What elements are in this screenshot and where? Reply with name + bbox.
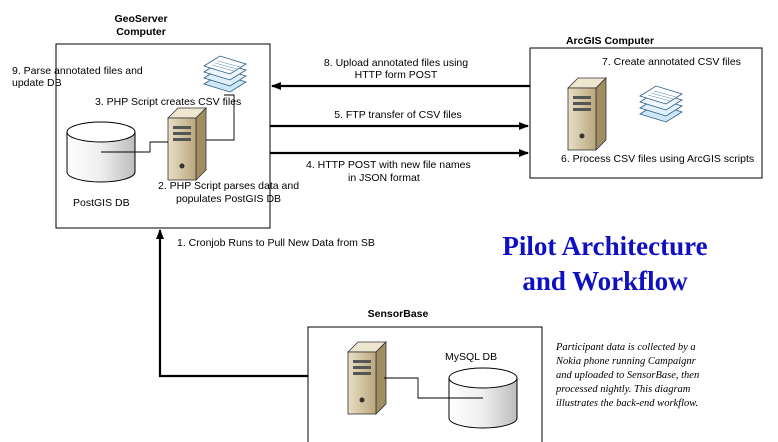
mysql-db-label: MySQL DB	[445, 351, 497, 363]
step-2-label-line2: populates PostGIS DB	[176, 193, 281, 205]
geoserver-heading-line1: GeoServer	[114, 13, 167, 25]
step-9-label-line2: update DB	[12, 77, 62, 89]
geoserver-heading-line2: Computer	[116, 26, 166, 38]
step-7-label: 7. Create annotated CSV files	[602, 56, 741, 68]
step-2-label-line1: 2. PHP Script parses data and	[158, 180, 299, 192]
step-5-label: 5. FTP transfer of CSV files	[334, 109, 462, 121]
caption-line1: Participant data is collected by a	[555, 342, 696, 353]
postgis-db-label: PostGIS DB	[73, 197, 130, 209]
mysql-database-icon	[448, 367, 518, 429]
sensorbase-box	[307, 326, 543, 442]
caption-line5: illustrates the back-end workflow.	[556, 398, 698, 409]
diagram-title-line1: Pilot Architecture	[502, 231, 707, 261]
step-1-arrow	[156, 229, 308, 378]
arcgis-server-icon	[567, 77, 607, 151]
step-4-label-line1: 4. HTTP POST with new file names	[306, 159, 471, 171]
geoserver-file-stack-icon	[203, 55, 247, 93]
step-3-label: 3. PHP Script creates CSV files	[95, 96, 241, 108]
sensorbase-heading: SensorBase	[368, 308, 429, 320]
geoserver-box	[55, 43, 271, 229]
caption-line4: processed nightly. This diagram	[555, 384, 691, 395]
arcgis-box	[529, 47, 763, 179]
step-9-label-line1: 9. Parse annotated files and	[12, 65, 143, 77]
step-4-label-line2: in JSON format	[348, 172, 420, 184]
sensorbase-server-icon	[347, 341, 387, 415]
step-1-label: 1. Cronjob Runs to Pull New Data from SB	[177, 237, 375, 249]
step-8-label-line1: 8. Upload annotated files using	[324, 57, 468, 69]
arcgis-file-stack-icon	[639, 85, 683, 123]
caption-line3: and uploaded to SensorBase, then	[556, 370, 699, 381]
diagram-title-line2: and Workflow	[522, 266, 688, 296]
step-8-label-line2: HTTP form POST	[355, 69, 438, 81]
postgis-database-icon	[66, 121, 136, 183]
arcgis-heading: ArcGIS Computer	[566, 35, 654, 47]
caption-line2: Nokia phone running Campaignr	[555, 356, 697, 367]
step-6-label: 6. Process CSV files using ArcGIS script…	[561, 153, 754, 165]
geoserver-server-icon	[167, 107, 207, 181]
